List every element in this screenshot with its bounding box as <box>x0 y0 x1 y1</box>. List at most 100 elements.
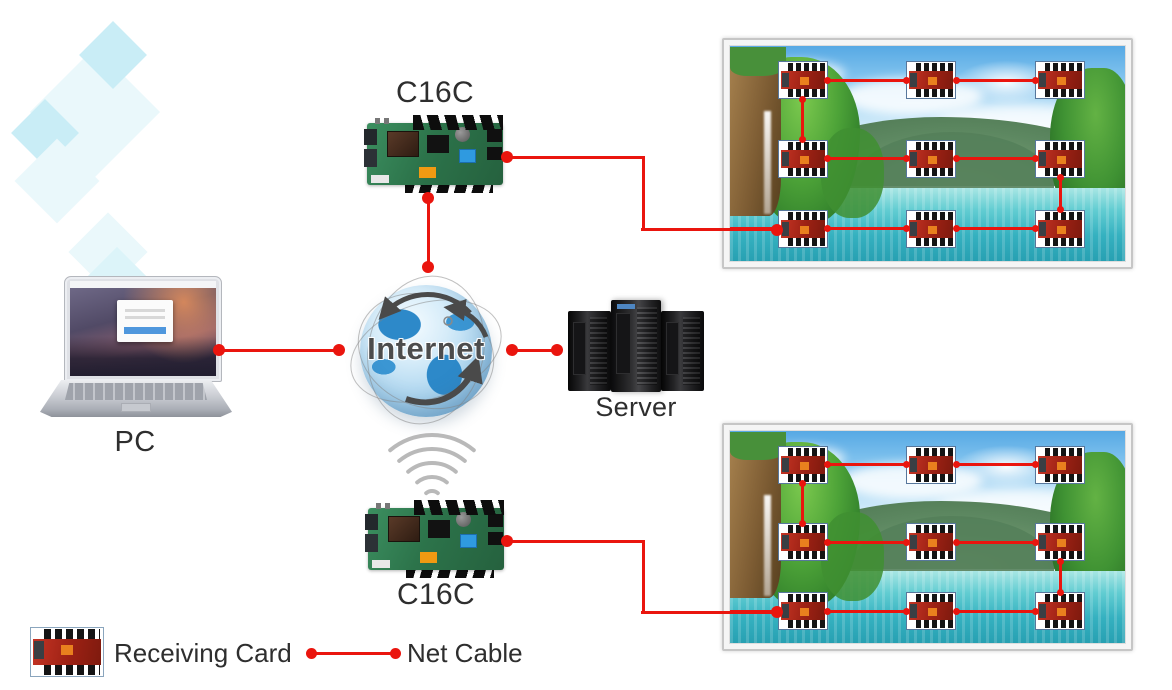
receiving-card <box>1035 61 1086 100</box>
controller-card-c16c-bottom <box>365 500 504 578</box>
cable-junction-dot <box>952 76 960 84</box>
scene-cliff <box>730 432 787 599</box>
cable-junction-dot <box>824 607 832 615</box>
cable-endpoint-dot <box>333 344 345 356</box>
cable-junction-dot <box>952 225 960 233</box>
card-pin-connectors <box>787 167 825 176</box>
card-pin-connectors <box>916 89 954 98</box>
controller-card-c16c-top <box>364 115 503 193</box>
card-pin-connectors <box>787 551 825 560</box>
receiving-card <box>1035 445 1086 484</box>
server-tower <box>568 311 611 391</box>
connector-pins <box>414 500 504 515</box>
net-cable <box>641 228 778 231</box>
receiving-card <box>777 209 828 248</box>
card-pin-connectors <box>916 525 954 534</box>
scene-trees <box>820 127 885 218</box>
card-pin-connectors <box>787 211 825 220</box>
cable-junction-dot <box>1056 557 1064 565</box>
receiving-card <box>777 139 828 178</box>
cable-junction-dot <box>902 225 910 233</box>
laptop-base <box>40 380 232 417</box>
cable-junction-dot <box>902 607 910 615</box>
cable-junction-dot <box>824 225 832 233</box>
receiving-card <box>1035 592 1086 631</box>
led-display-top <box>722 38 1133 269</box>
cable-junction-dot <box>824 461 832 469</box>
server-towers <box>566 298 706 394</box>
card-pin-connectors <box>787 620 825 629</box>
server-tower <box>661 311 704 391</box>
card-pcb <box>909 149 954 168</box>
receiving-card <box>906 523 957 562</box>
pc-laptop <box>40 276 232 426</box>
card-pin-connectors <box>787 473 825 482</box>
card-pin-connectors <box>1045 551 1083 560</box>
cable-junction-dot <box>799 480 807 488</box>
card-pin-connectors <box>787 594 825 603</box>
card-pcb <box>780 602 825 621</box>
card-pin-connectors <box>916 237 954 246</box>
server-label: Server <box>595 392 677 422</box>
led-display-bottom <box>722 423 1133 651</box>
card-pin-connectors <box>916 63 954 72</box>
card-pin-connectors <box>44 629 100 639</box>
cable-junction-dot <box>1031 461 1039 469</box>
net-cable <box>219 348 339 352</box>
receiving-card <box>906 445 957 484</box>
card-pcb <box>909 602 954 621</box>
cable-junction-dot <box>1031 155 1039 163</box>
cable-junction-dot <box>799 95 807 103</box>
legend-receiving-card-icon <box>30 627 104 677</box>
legend-cable-dot <box>306 648 317 659</box>
card-pcb <box>1038 219 1083 238</box>
card-pcb <box>1038 455 1083 474</box>
login-button-graphic <box>123 326 166 334</box>
cable-junction-dot <box>902 155 910 163</box>
cable-junction-dot <box>824 155 832 163</box>
card-pin-connectors <box>1045 167 1083 176</box>
cable-junction-dot <box>952 607 960 615</box>
pc-label: PC <box>114 426 156 458</box>
card-pcb <box>909 455 954 474</box>
controller-pcb <box>364 118 503 185</box>
controller-bottom-label: C16C <box>397 578 475 611</box>
cable-endpoint-dot <box>506 344 518 356</box>
cable-junction-dot <box>952 155 960 163</box>
cable-junction-dot <box>1031 607 1039 615</box>
cable-endpoint-dot <box>771 606 783 618</box>
cable-junction-dot <box>799 519 807 527</box>
net-cable <box>1058 542 1062 612</box>
card-pin-connectors <box>787 63 825 72</box>
cable-junction-dot <box>902 461 910 469</box>
cable-junction-dot <box>952 538 960 546</box>
scene-waterfall <box>763 494 771 597</box>
cable-endpoint-dot <box>771 223 783 236</box>
card-pin-connectors <box>787 447 825 456</box>
internet-globe: Internet <box>336 264 516 436</box>
card-pin-connectors <box>44 665 100 675</box>
card-pcb <box>780 455 825 474</box>
card-pin-connectors <box>1045 89 1083 98</box>
legend-net-cable <box>311 652 396 655</box>
card-pin-connectors <box>1045 63 1083 72</box>
legend-receiving-card-label: Receiving Card <box>114 638 292 668</box>
card-pin-connectors <box>787 89 825 98</box>
card-pin-connectors <box>787 237 825 246</box>
laptop-login-dialog <box>116 299 173 342</box>
controller-top-label: C16C <box>396 76 474 109</box>
cable-endpoint-dot <box>501 151 513 163</box>
card-pin-connectors <box>1045 594 1083 603</box>
card-pin-connectors <box>787 141 825 150</box>
card-pcb <box>909 533 954 552</box>
card-pin-connectors <box>1045 211 1083 220</box>
globe-arrows <box>378 292 489 406</box>
receiving-card <box>777 592 828 631</box>
cable-junction-dot <box>902 538 910 546</box>
card-pin-connectors <box>916 141 954 150</box>
cable-junction-dot <box>1056 588 1064 596</box>
net-cable <box>641 610 778 614</box>
card-pin-connectors <box>1045 473 1083 482</box>
cable-endpoint-dot <box>501 535 513 547</box>
